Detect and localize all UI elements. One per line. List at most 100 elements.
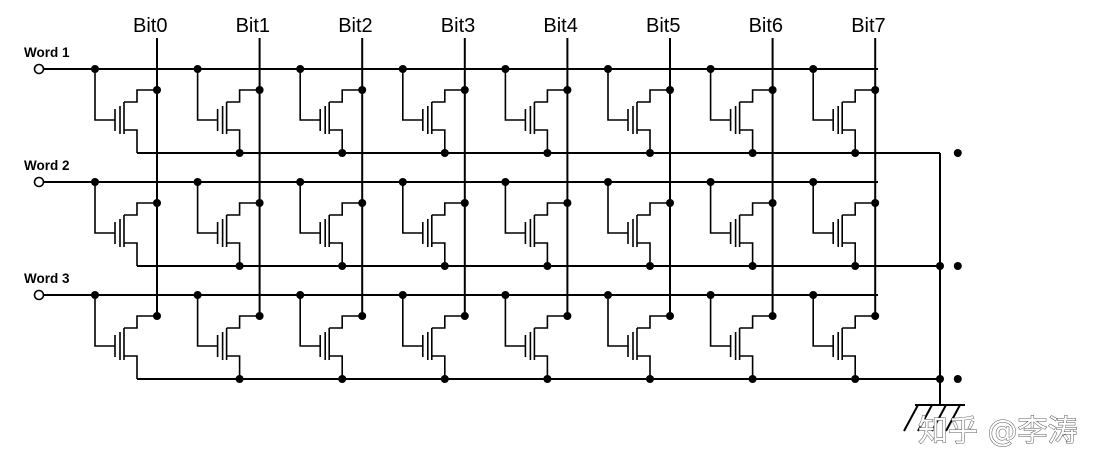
gate-lead [504, 182, 526, 234]
memory-cell-r1-b6 [706, 65, 860, 157]
source-lead [842, 129, 857, 153]
drain-lead [226, 315, 260, 329]
gate-lead [401, 182, 423, 234]
drain-lead [842, 89, 876, 103]
memory-cell-r3-b7 [809, 291, 962, 383]
memory-cell-r1-b5 [604, 65, 757, 157]
drain-lead [637, 315, 670, 329]
bit-label-4: Bit4 [543, 15, 577, 37]
memory-cell-r1-b3 [398, 65, 552, 157]
memory-cell-r3-b3 [398, 291, 552, 383]
bit-junction [153, 86, 161, 94]
gate-lead [607, 182, 628, 234]
bit-junction [153, 199, 161, 207]
bit-junction [153, 312, 161, 320]
drain-lead [329, 315, 363, 329]
memory-cell-r2-b5 [604, 178, 757, 270]
source-lead [534, 355, 549, 379]
gate-lead [401, 69, 423, 121]
mos-transistor-icon [832, 102, 844, 134]
source-lead [329, 355, 344, 379]
memory-cell-r1-b7 [809, 65, 962, 157]
gate-lead [94, 295, 115, 347]
memory-cell-r3-b4 [501, 291, 654, 383]
source-lead [842, 355, 857, 379]
drain-lead [534, 202, 568, 216]
source-lead [739, 242, 754, 266]
drain-lead [534, 315, 568, 329]
drain-lead [431, 315, 465, 329]
mos-transistor-icon [524, 328, 536, 360]
gate-lead [709, 295, 731, 347]
mos-transistor-icon [216, 215, 228, 247]
bit-junction [460, 199, 469, 207]
memory-cell-r2-b3 [398, 178, 552, 270]
source-lead [739, 129, 754, 153]
drain-lead [637, 202, 670, 216]
source-lead [534, 129, 549, 153]
bit-junction [358, 312, 367, 320]
word-terminal-3 [33, 289, 45, 301]
drain-lead [739, 89, 773, 103]
bit-junction [255, 86, 264, 94]
source-lead [637, 355, 651, 379]
source-lead [124, 355, 138, 379]
bit-junction [255, 312, 264, 320]
mos-transistor-icon [421, 328, 433, 360]
mos-transistor-icon [729, 328, 741, 360]
bit-label-6: Bit6 [749, 15, 783, 37]
bit-junction [768, 312, 777, 320]
word-label-2: Word 2 [24, 158, 70, 173]
memory-cell-r2-b2 [296, 178, 449, 270]
mos-transistor-icon [114, 215, 125, 247]
gate-lead [709, 182, 731, 234]
gate-lead [94, 182, 115, 234]
mos-transistor-icon [216, 102, 228, 134]
source-lead [637, 129, 651, 153]
gate-lead [299, 295, 321, 347]
gate-lead [196, 69, 218, 121]
mos-transistor-icon [524, 215, 536, 247]
bit-label-0: Bit0 [133, 15, 167, 37]
source-lead [329, 242, 344, 266]
drain-lead [739, 202, 773, 216]
source-lead [226, 242, 241, 266]
source-lead [124, 129, 138, 153]
drain-lead [431, 89, 465, 103]
ground-junction [953, 375, 962, 383]
gate-lead [196, 295, 218, 347]
drain-lead [124, 315, 157, 329]
memory-cell-r1-b4 [501, 65, 654, 157]
drain-lead [124, 89, 157, 103]
bit-junction [460, 86, 469, 94]
drain-lead [226, 202, 260, 216]
source-lead [226, 129, 241, 153]
mos-transistor-icon [524, 102, 536, 134]
bit-junction [768, 86, 777, 94]
source-lead [226, 355, 241, 379]
drain-lead [739, 315, 773, 329]
source-lead [431, 242, 446, 266]
memory-cell-r3-b0 [91, 291, 244, 383]
bit-junction [563, 312, 572, 320]
source-lead [534, 242, 549, 266]
word-label-3: Word 3 [24, 271, 70, 286]
bit-label-7: Bit7 [851, 15, 885, 37]
memory-cell-r2-b7 [809, 178, 962, 270]
gate-lead [401, 295, 423, 347]
memory-cell-r1-b2 [296, 65, 449, 157]
bit-label-2: Bit2 [338, 15, 372, 37]
memory-cell-r1-b0 [91, 65, 244, 157]
gate-lead [504, 295, 526, 347]
bit-junction [358, 86, 367, 94]
memory-cell-r2-b0 [91, 178, 244, 270]
source-lead [842, 242, 857, 266]
drain-lead [329, 89, 363, 103]
memory-cells [91, 65, 962, 383]
drain-lead [842, 315, 876, 329]
memory-cell-r3-b6 [706, 291, 860, 383]
drain-lead [637, 89, 670, 103]
mos-transistor-icon [319, 215, 331, 247]
gate-lead [607, 295, 628, 347]
